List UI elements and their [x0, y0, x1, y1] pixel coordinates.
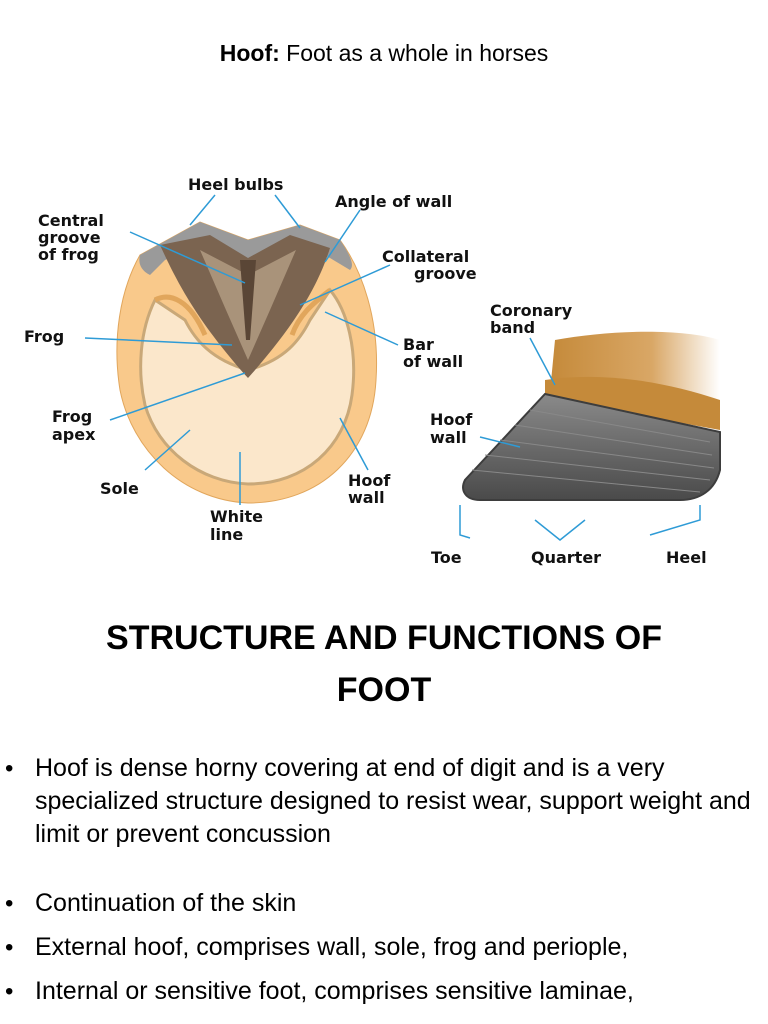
label-bar-of-wall-2: of wall [403, 352, 463, 371]
label-collateral-groove-1: Collateral [382, 247, 469, 266]
label-sole: Sole [100, 479, 139, 498]
label-hoof-wall-side-1: Hoof [430, 410, 473, 429]
coronary-band [545, 376, 720, 430]
label-central-groove-1: Central [38, 211, 104, 230]
sole-view [116, 221, 378, 504]
label-frog: Frog [24, 327, 64, 346]
caption: Hoof: Foot as a whole in horses [0, 40, 768, 67]
leader-lines [84, 194, 701, 541]
bullet-item: Hoof is dense horny covering at end of d… [0, 752, 768, 851]
label-toe: Toe [431, 548, 462, 567]
bullet-list: Hoof is dense horny covering at end of d… [0, 752, 768, 1008]
label-central-groove-3: of frog [38, 245, 99, 264]
label-angle-of-wall: Angle of wall [335, 192, 452, 211]
label-frog-apex-1: Frog [52, 407, 92, 426]
bullet-item: Continuation of the skin [0, 887, 768, 920]
heel-region [139, 222, 352, 275]
label-heel: Heel [666, 548, 707, 567]
diagram-labels: Heel bulbs Angle of wall Central groove … [24, 175, 707, 567]
label-hoof-wall-bottom-2: wall [348, 488, 385, 507]
label-coronary-band-2: band [490, 318, 535, 337]
title-line-2: FOOT [336, 671, 432, 709]
title-line-1: STRUCTURE AND FUNCTIONS OF [106, 619, 662, 657]
caption-label: Hoof: [219, 40, 280, 66]
central-groove [240, 260, 256, 340]
label-white-line-2: line [210, 525, 243, 544]
label-frog-apex-2: apex [52, 425, 96, 444]
caption-text: Foot as a whole in horses [286, 40, 549, 66]
label-collateral-groove-2: groove [414, 264, 477, 283]
bar-left [153, 294, 208, 336]
label-hoof-wall-bottom-1: Hoof [348, 471, 391, 490]
label-bar-of-wall-1: Bar [403, 335, 434, 354]
side-wall-lines [471, 409, 715, 493]
label-heel-bulbs: Heel bulbs [188, 175, 283, 194]
bullet-item: Internal or sensitive foot, comprises se… [0, 975, 768, 1008]
label-hoof-wall-side-2: wall [430, 428, 467, 447]
side-view [462, 331, 721, 501]
hoof-diagram: Heel bulbs Angle of wall Central groove … [24, 175, 721, 567]
label-quarter: Quarter [531, 548, 601, 567]
label-coronary-band-1: Coronary [490, 301, 573, 320]
bullet-item: External hoof, comprises wall, sole, fro… [0, 931, 768, 964]
label-white-line-1: White [210, 507, 263, 526]
label-central-groove-2: groove [38, 228, 101, 247]
page-title: STRUCTURE AND FUNCTIONS OF FOOT [0, 612, 768, 716]
